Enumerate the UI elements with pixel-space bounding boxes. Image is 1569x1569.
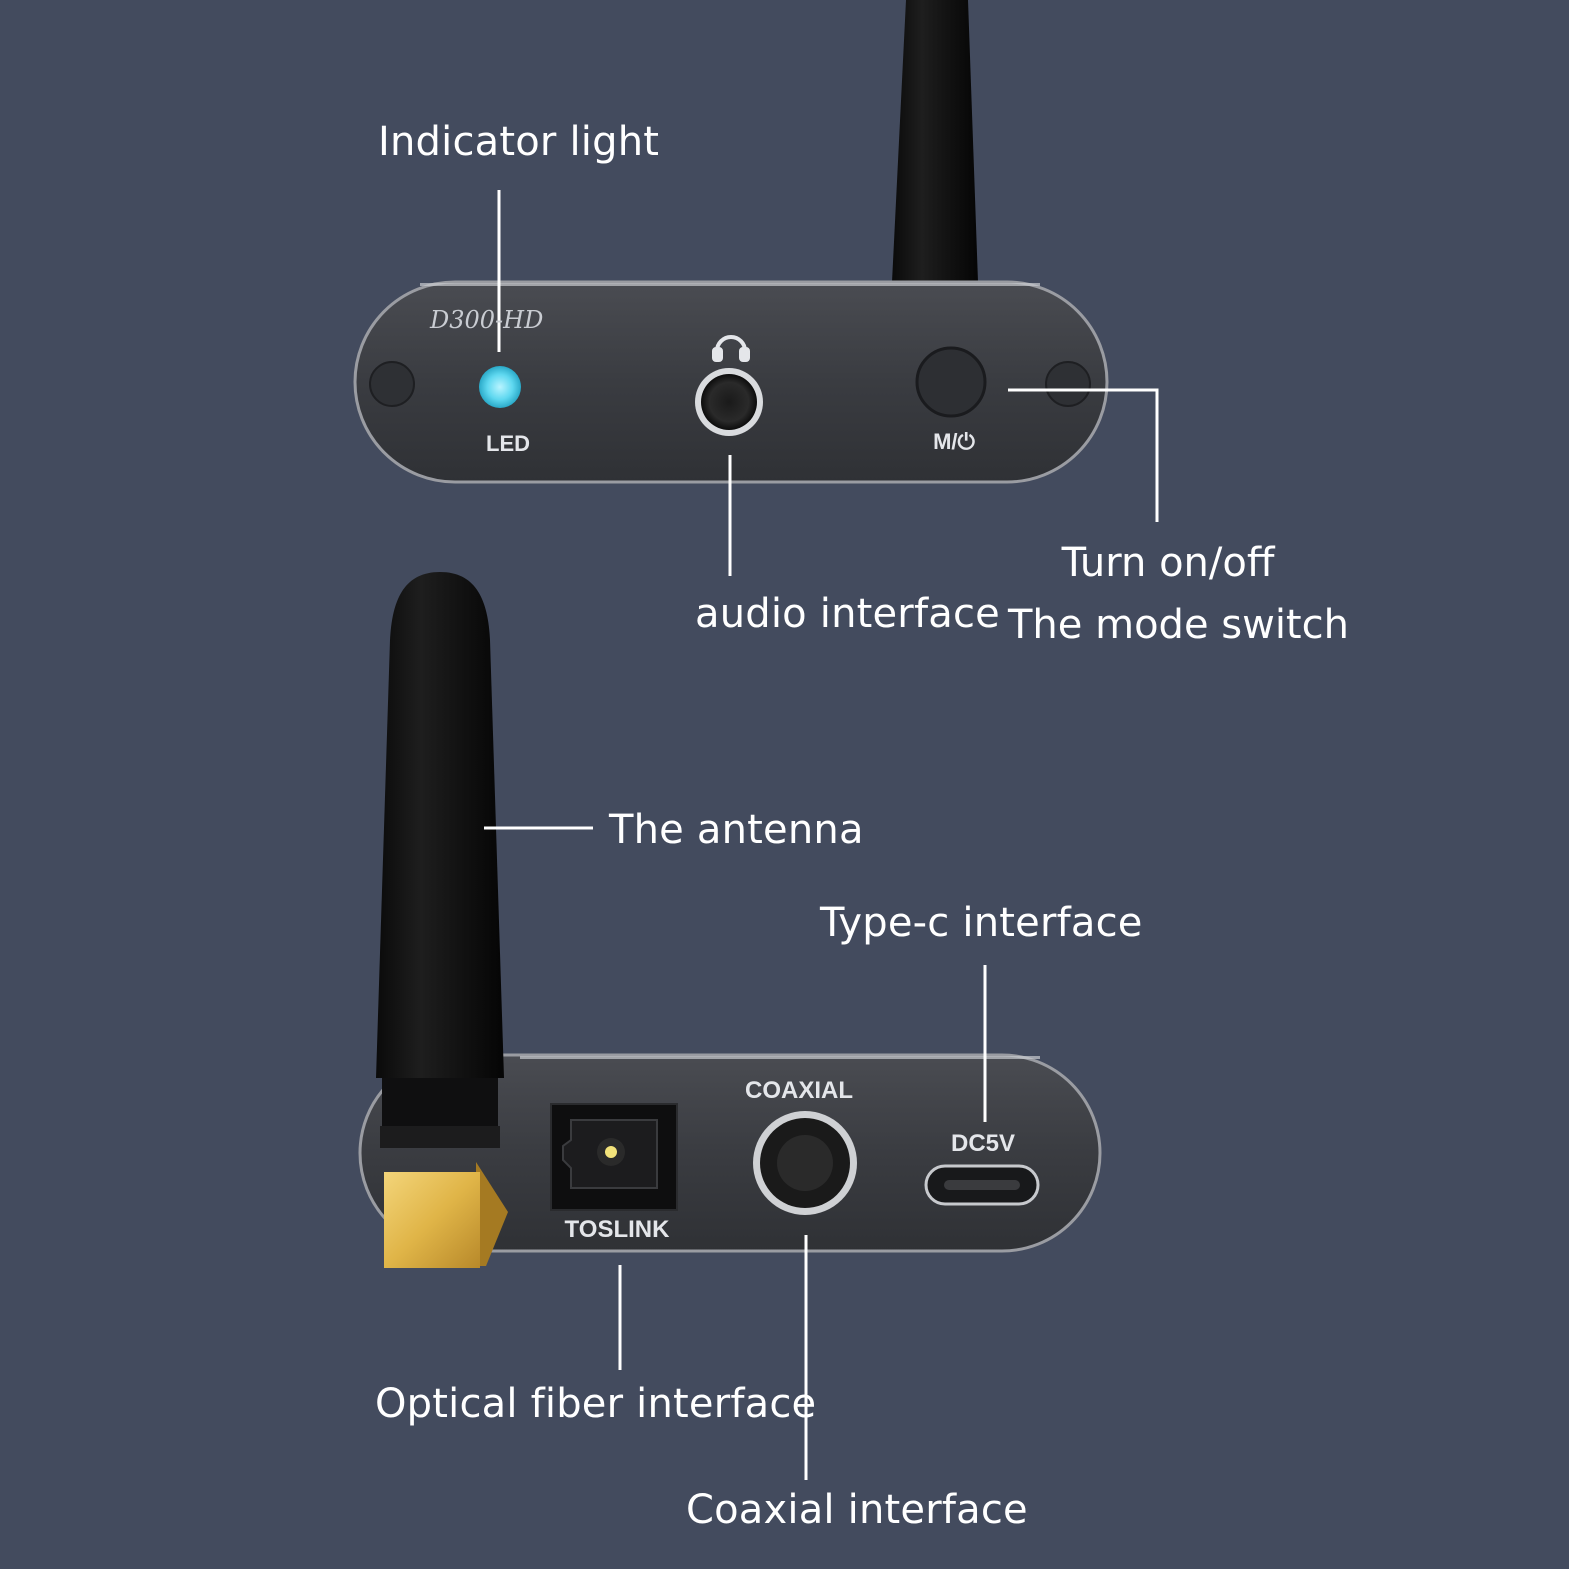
- indicator-light-callout: Indicator light: [378, 119, 660, 165]
- top-left-screw: [369, 361, 415, 407]
- front-antenna: [376, 572, 504, 1078]
- led-label: LED: [486, 431, 530, 456]
- headphone-icon: [712, 335, 750, 362]
- top-panel-highlight: [420, 283, 1040, 286]
- callout-lines: [484, 190, 1159, 1480]
- coaxial-label: COAXIAL: [745, 1077, 853, 1104]
- coaxial-callout: Coaxial interface: [686, 1487, 1028, 1533]
- top-right-screw: [1045, 361, 1091, 407]
- rear-antenna: [892, 0, 978, 282]
- dc-label: DC5V: [951, 1130, 1015, 1157]
- gold-connector: [476, 1162, 508, 1266]
- gold-connector-block: [384, 1172, 480, 1268]
- antenna-callout: The antenna: [609, 807, 864, 853]
- type-c-callout: Type-c interface: [820, 900, 1143, 946]
- led-light: [479, 366, 521, 408]
- model-name: D300-HD: [429, 306, 543, 334]
- bottom-panel-highlight: [520, 1056, 1040, 1059]
- toslink-label: TOSLINK: [565, 1216, 671, 1243]
- antenna-collar: [382, 1078, 498, 1126]
- power-mode-callout: Turn on/off The mode switch: [1008, 532, 1349, 656]
- bottom-panel-body: [358, 1053, 1102, 1253]
- power-callout-line2: The mode switch: [1008, 602, 1349, 648]
- power-callout-line1: Turn on/off: [1061, 540, 1275, 586]
- audio-interface-callout: audio interface: [695, 591, 1000, 637]
- optical-callout: Optical fiber interface: [375, 1381, 817, 1427]
- mode-button: [915, 346, 987, 418]
- mode-button-label: M/⏻: [933, 429, 975, 454]
